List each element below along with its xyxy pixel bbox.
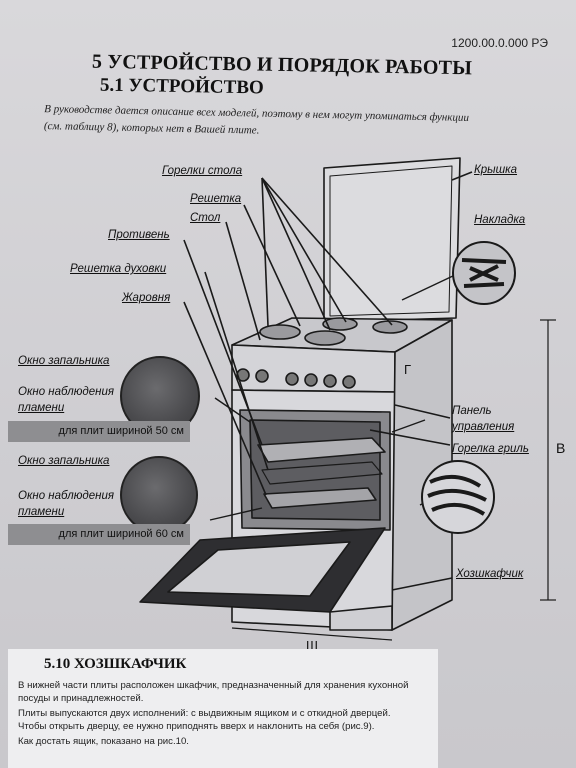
section-510-p2-line2: Чтобы открыть дверцу, ее нужно приподнят… (18, 721, 375, 732)
label-grill-burner: Горелка гриль (452, 443, 529, 455)
label-panel-line1: Панель (452, 405, 492, 417)
section-510-p1-line1: В нижней части плиты расположен шкафчик,… (18, 680, 409, 691)
lid-shape (323, 157, 461, 323)
width-band-50: для плит шириной 50 см (8, 421, 190, 442)
flame-window-label-50-line2: пламени (18, 402, 65, 414)
flame-window-label-60-line1: Окно наблюдения (18, 490, 114, 502)
label-grate: Решетка (190, 193, 242, 205)
flame-window-label-60-line2: пламени (18, 506, 65, 518)
section-510-p1-line2: посуды и принадлежностей. (18, 693, 144, 704)
label-cabinet: Хозшкафчик (456, 568, 524, 580)
flame-window-label-50-line1: Окно наблюдения (18, 386, 114, 398)
label-tray: Противень (108, 229, 170, 241)
section-510-box (8, 649, 438, 768)
label-lid: Крышка (474, 164, 518, 176)
label-panel-line2: управления (452, 421, 515, 433)
label-burners: Горелки стола (162, 165, 243, 177)
dimension-sh: Ш (306, 638, 318, 653)
ignition-window-label-60: Окно запальника (18, 455, 110, 467)
dimension-b: В (556, 440, 566, 456)
label-oven-grid: Решетка духовки (70, 263, 167, 275)
inset-circle-60 (120, 456, 198, 534)
section-510-title: 5.10 ХОЗШКАФЧИК (44, 656, 187, 672)
section-510-p3: Как достать ящик, показано на рис.10. (18, 736, 189, 747)
label-table: Стол (190, 212, 221, 224)
ignition-window-label-50: Окно запальника (18, 355, 110, 367)
document-code: 1200.00.0.000 РЭ (451, 36, 548, 50)
label-roaster: Жаровня (122, 292, 171, 304)
section-510-p2-line1: Плиты выпускаются двух исполнений: с выд… (18, 708, 391, 719)
label-overlay: Накладка (474, 214, 526, 226)
dimension-g: Г (404, 362, 412, 377)
width-band-60: для плит шириной 60 см (8, 524, 190, 545)
